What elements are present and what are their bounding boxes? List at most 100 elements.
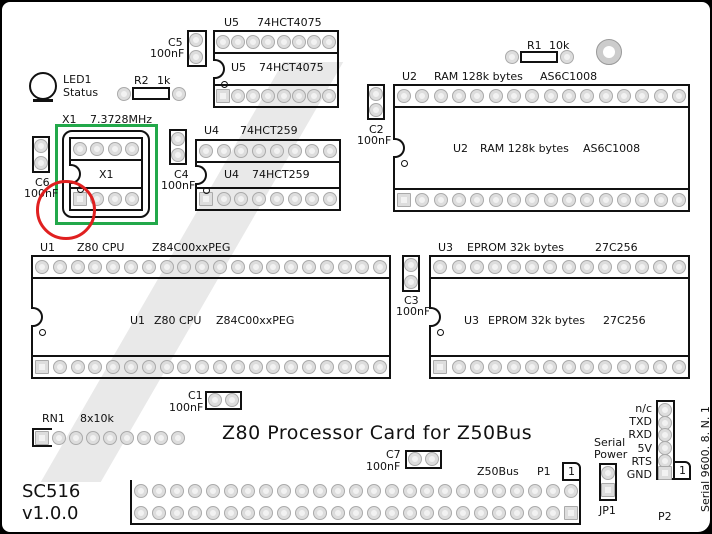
pad[interactable] bbox=[561, 260, 576, 274]
pad[interactable] bbox=[492, 484, 506, 498]
resistor-network-rn1[interactable] bbox=[32, 428, 185, 447]
resistor-r1[interactable] bbox=[520, 51, 558, 63]
pad[interactable] bbox=[284, 260, 299, 274]
pad[interactable] bbox=[397, 193, 412, 207]
pad[interactable] bbox=[123, 260, 138, 274]
pad[interactable] bbox=[187, 484, 202, 498]
pad[interactable] bbox=[269, 192, 284, 206]
pad[interactable] bbox=[276, 35, 291, 49]
pad[interactable] bbox=[261, 35, 276, 49]
pad[interactable] bbox=[313, 506, 327, 520]
pad[interactable] bbox=[189, 49, 203, 64]
pad[interactable] bbox=[34, 139, 48, 153]
pad[interactable] bbox=[671, 360, 686, 374]
pad[interactable] bbox=[208, 393, 222, 407]
pad[interactable] bbox=[366, 506, 381, 520]
pad[interactable] bbox=[580, 193, 595, 207]
pad[interactable] bbox=[198, 144, 213, 158]
cap-c1[interactable] bbox=[205, 391, 242, 410]
pad[interactable] bbox=[402, 484, 417, 498]
pad[interactable] bbox=[474, 484, 489, 498]
pad[interactable] bbox=[291, 89, 306, 103]
pad[interactable] bbox=[187, 506, 202, 520]
pad[interactable] bbox=[616, 360, 631, 374]
pad[interactable] bbox=[598, 89, 613, 103]
r1-pad[interactable] bbox=[560, 50, 574, 64]
pad[interactable] bbox=[171, 148, 185, 162]
pad[interactable] bbox=[266, 360, 281, 374]
pad[interactable] bbox=[373, 360, 388, 374]
pad[interactable] bbox=[433, 89, 448, 103]
pad[interactable] bbox=[266, 260, 281, 274]
pad[interactable] bbox=[241, 506, 256, 520]
pad[interactable] bbox=[635, 260, 650, 274]
pad[interactable] bbox=[137, 431, 151, 445]
cap-c5[interactable] bbox=[187, 30, 207, 67]
pad[interactable] bbox=[580, 360, 595, 374]
pad[interactable] bbox=[671, 89, 686, 103]
pad[interactable] bbox=[35, 431, 49, 445]
pad[interactable] bbox=[323, 144, 338, 158]
pad[interactable] bbox=[277, 484, 292, 498]
pad[interactable] bbox=[658, 441, 672, 455]
oscillator-x1[interactable]: X1 bbox=[69, 137, 143, 211]
pad[interactable] bbox=[543, 260, 558, 274]
pad[interactable] bbox=[425, 452, 439, 466]
chip-u2[interactable]: U2 RAM 128k bytes AS6C1008 bbox=[393, 84, 690, 212]
pad[interactable] bbox=[616, 193, 631, 207]
pad[interactable] bbox=[295, 484, 310, 498]
pad[interactable] bbox=[171, 132, 185, 146]
pad[interactable] bbox=[323, 192, 338, 206]
pad[interactable] bbox=[151, 484, 166, 498]
pad[interactable] bbox=[506, 360, 521, 374]
pad[interactable] bbox=[438, 506, 453, 520]
pad[interactable] bbox=[195, 260, 210, 274]
pad[interactable] bbox=[561, 193, 576, 207]
pad[interactable] bbox=[307, 89, 322, 103]
pad[interactable] bbox=[295, 506, 310, 520]
pad[interactable] bbox=[313, 484, 327, 498]
pad[interactable] bbox=[402, 506, 417, 520]
pad[interactable] bbox=[330, 506, 345, 520]
pad[interactable] bbox=[509, 484, 524, 498]
pad[interactable] bbox=[259, 506, 274, 520]
pad[interactable] bbox=[658, 466, 672, 481]
pad[interactable] bbox=[580, 260, 595, 274]
pad[interactable] bbox=[616, 260, 631, 274]
pad[interactable] bbox=[215, 35, 230, 49]
pad[interactable] bbox=[234, 144, 249, 158]
pad[interactable] bbox=[658, 428, 672, 443]
pad[interactable] bbox=[408, 452, 422, 466]
pad[interactable] bbox=[488, 260, 503, 274]
pad[interactable] bbox=[301, 360, 316, 374]
pad[interactable] bbox=[70, 260, 85, 274]
pad[interactable] bbox=[348, 484, 363, 498]
pad[interactable] bbox=[635, 193, 650, 207]
pad[interactable] bbox=[671, 260, 686, 274]
pad[interactable] bbox=[580, 89, 595, 103]
pad[interactable] bbox=[248, 260, 263, 274]
pad[interactable] bbox=[125, 192, 140, 206]
pad[interactable] bbox=[291, 35, 306, 49]
pad[interactable] bbox=[469, 360, 484, 374]
pad[interactable] bbox=[601, 483, 615, 497]
pad[interactable] bbox=[474, 506, 489, 520]
pad[interactable] bbox=[653, 193, 668, 207]
pad[interactable] bbox=[88, 360, 103, 374]
pad[interactable] bbox=[34, 260, 49, 274]
pad[interactable] bbox=[230, 35, 245, 49]
pad[interactable] bbox=[212, 360, 227, 374]
pad[interactable] bbox=[301, 260, 316, 274]
connector-p2[interactable] bbox=[656, 400, 675, 481]
pad[interactable] bbox=[70, 360, 85, 374]
pad[interactable] bbox=[563, 484, 578, 498]
pad[interactable] bbox=[404, 258, 418, 272]
pad[interactable] bbox=[287, 144, 302, 158]
pad[interactable] bbox=[107, 192, 122, 206]
pad[interactable] bbox=[322, 89, 337, 103]
pad[interactable] bbox=[524, 260, 539, 274]
pad[interactable] bbox=[177, 360, 192, 374]
jumper-jp1[interactable] bbox=[599, 463, 617, 501]
pad[interactable] bbox=[524, 360, 539, 374]
pad[interactable] bbox=[305, 144, 320, 158]
